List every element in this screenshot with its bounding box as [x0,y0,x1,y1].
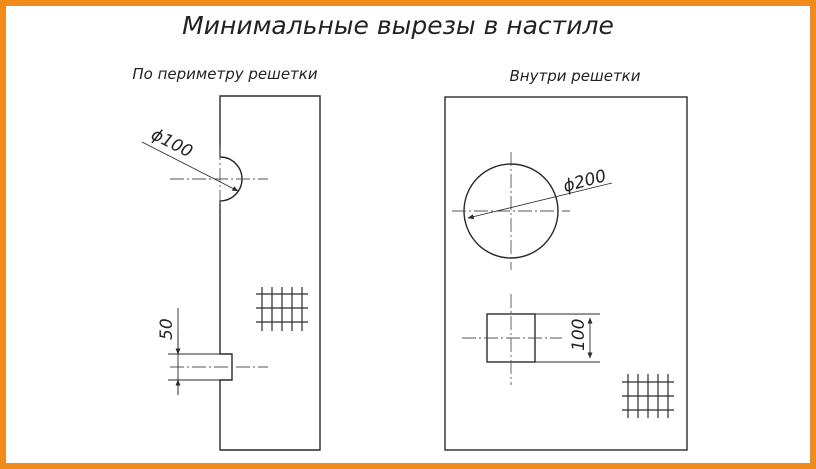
diameter-200-label: ϕ200 [561,166,608,197]
grating-mesh-symbol-left [256,287,308,331]
perimeter-plate-outline [219,95,321,451]
inner-plate-outline [444,96,688,451]
right-panel: Внутри решетки ϕ200 100 [444,67,688,451]
square-100-label: 100 [569,319,589,351]
left-panel: По периметру решетки ϕ100 50 [132,65,321,451]
diameter-100-leader [141,141,239,192]
right-panel-caption: Внутри решетки [509,67,640,85]
left-panel-caption: По периметру решетки [132,65,317,83]
page-title: Минимальные вырезы в настиле [182,11,614,40]
rect-notch-50-label: 50 [157,318,177,340]
diameter-200-leader [467,182,613,220]
grating-mesh-symbol-right [622,374,674,418]
diameter-100-label: ϕ100 [148,125,196,163]
